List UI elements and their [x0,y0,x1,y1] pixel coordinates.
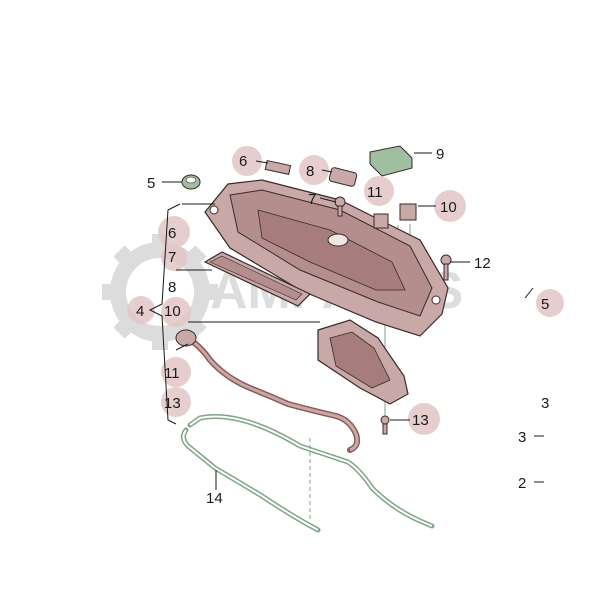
part-6-gasket [264,159,292,175]
label-2: 2 [518,475,526,492]
part-8-clip [328,167,358,187]
label-9: 9 [436,146,444,163]
label-10: 10 [440,199,457,216]
highlight-circles [127,146,564,435]
bracket-label-11: 11 [164,365,180,382]
bracket-label-8: 8 [168,279,176,296]
part-9-cover [369,145,413,177]
label-14: 14 [206,490,223,507]
label-13: 13 [412,412,429,429]
bracket-label-13: 13 [164,395,181,412]
label-5: 5 [147,175,155,192]
part-13-bolt [380,415,390,435]
part-5-cap [181,174,201,190]
label-4: 4 [136,303,144,320]
bracket-label-7: 7 [168,249,176,266]
label-12: 12 [474,255,491,272]
label-6: 6 [239,153,247,170]
gear-icon [102,234,218,350]
label-11: 11 [367,184,383,201]
valve-cover [204,179,449,337]
part-10-connectors [373,203,417,229]
control-module [317,319,409,405]
callout-labels: 5 6 8 7 9 11 10 12 13 14 4 6 7 8 10 11 1… [136,146,549,507]
label-3-cut: 3 [541,395,549,412]
gasket-14 [180,414,435,533]
bracket-label-10: 10 [164,303,181,320]
label-3: 3 [518,429,526,446]
label-5-cut: 5 [541,296,549,313]
label-7: 7 [308,191,316,208]
label-8: 8 [306,163,314,180]
part-12-bolt [440,254,452,281]
leader-lines [148,152,544,490]
cover-strip [203,251,312,307]
bracket-label-6: 6 [168,225,176,242]
